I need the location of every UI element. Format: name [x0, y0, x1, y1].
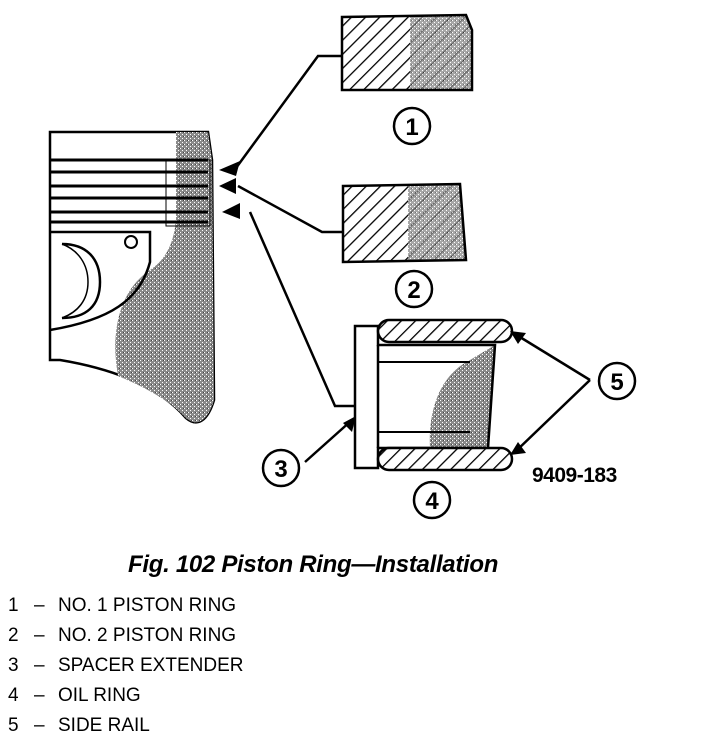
callout-1: 1: [392, 106, 432, 146]
piston-ring-diagram: 1 2 3 4 5 9409-183: [48, 13, 637, 520]
figure-code: 9409-183: [532, 464, 617, 487]
svg-text:3: 3: [274, 456, 287, 483]
legend-item: 4–OIL RING: [8, 681, 243, 711]
legend-label: SIDE RAIL: [58, 715, 150, 736]
leader-lines: [234, 54, 591, 463]
legend-separator: –: [34, 655, 45, 676]
legend-separator: –: [34, 715, 45, 736]
legend-label: NO. 2 PISTON RING: [58, 625, 237, 646]
svg-text:5: 5: [610, 369, 623, 396]
pin-hole: [124, 235, 138, 249]
callout-2: 2: [394, 269, 434, 309]
arrowheads: [219, 161, 526, 455]
legend-number: 3: [8, 655, 19, 676]
legend-separator: –: [34, 595, 45, 616]
figure-caption: Fig. 102 Piston Ring—Installation: [128, 551, 499, 578]
side-rail-bottom: [376, 446, 514, 472]
legend-separator: –: [34, 625, 45, 646]
legend-list: 1–NO. 1 PISTON RING 2–NO. 2 PISTON RING …: [8, 591, 243, 741]
oil-ring-assembly: [353, 318, 514, 472]
legend-item: 3–SPACER EXTENDER: [8, 651, 243, 681]
legend-item: 2–NO. 2 PISTON RING: [8, 621, 243, 651]
legend-label: NO. 1 PISTON RING: [58, 595, 237, 616]
ring-2-section: [341, 182, 468, 264]
legend-label: OIL RING: [58, 685, 141, 706]
svg-text:1: 1: [405, 114, 418, 141]
svg-text:2: 2: [407, 277, 420, 304]
legend-item: 1–NO. 1 PISTON RING: [8, 591, 243, 621]
svg-text:4: 4: [425, 488, 439, 515]
ring-1-section: [340, 13, 474, 92]
callout-5: 5: [597, 361, 637, 401]
legend-number: 1: [8, 595, 19, 616]
callout-3: 3: [261, 448, 301, 488]
callout-4: 4: [412, 480, 452, 520]
legend-number: 5: [8, 715, 19, 736]
legend-label: SPACER EXTENDER: [58, 655, 244, 676]
piston: [48, 130, 216, 424]
legend-separator: –: [34, 685, 45, 706]
legend-number: 4: [8, 685, 19, 706]
legend-item: 5–SIDE RAIL: [8, 711, 243, 741]
side-rail-top: [376, 318, 514, 344]
legend-number: 2: [8, 625, 19, 646]
